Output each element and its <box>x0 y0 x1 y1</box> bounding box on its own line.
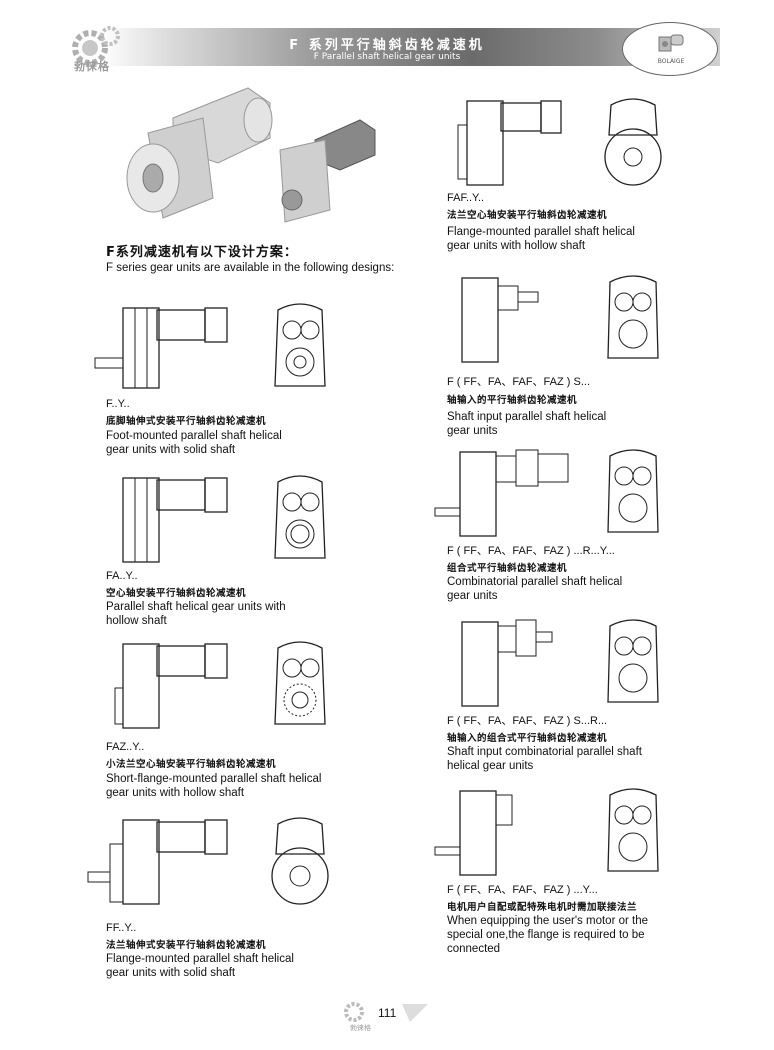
side-view-drawing-7 <box>434 449 569 537</box>
design-desc-en: When equipping the user's motor or the <box>447 915 649 927</box>
side-view-drawing-6 <box>461 277 539 363</box>
product-photo-1 <box>126 87 273 219</box>
design-desc-en: special one,the flange is required to be <box>447 929 645 941</box>
brand-name-en: BOLAIGE <box>657 58 685 65</box>
design-code: F ( FF、FA、FAF、FAZ ) S...R... <box>447 715 608 727</box>
brand-name-left: 勃徕格 <box>74 60 110 73</box>
design-desc-cn: 空心轴安装平行轴斜齿轮减速机 <box>106 588 247 599</box>
side-view-drawing-3 <box>114 643 228 729</box>
design-code: FAZ..Y.. <box>106 741 145 753</box>
design-desc-en: gear units with hollow shaft <box>106 787 245 799</box>
front-view-drawing-9 <box>607 788 659 872</box>
brand-logo-badge: BOLAIGE <box>622 22 718 76</box>
page-title-en: F Parallel shaft helical gear units <box>313 52 461 62</box>
gear-logo-icon <box>72 26 120 66</box>
design-desc-en: gear units with hollow shaft <box>447 240 586 252</box>
footer-brand: 勃徕格 <box>350 1024 371 1032</box>
side-view-drawing-4 <box>87 819 228 905</box>
design-desc-cn: 组合式平行轴斜齿轮减速机 <box>447 563 568 574</box>
design-code: FF..Y.. <box>106 922 137 934</box>
design-desc-cn: 法兰空心轴安装平行轴斜齿轮减速机 <box>447 210 608 221</box>
page-title-cn: F 系列平行轴斜齿轮减速机 <box>289 38 485 53</box>
intro-title-cn: F系列减速机有以下设计方案： <box>106 245 298 260</box>
design-desc-cn: 轴输入的组合式平行轴斜齿轮减速机 <box>447 733 608 744</box>
front-view-drawing-5 <box>604 98 662 186</box>
header-band <box>100 28 720 66</box>
front-view-drawing-3 <box>274 641 326 725</box>
front-view-drawing-2 <box>274 475 326 559</box>
design-desc-en: Flange-mounted parallel shaft helical <box>106 953 294 965</box>
design-desc-cn: 电机用户自配或配特殊电机时需加联接法兰 <box>447 902 638 913</box>
design-desc-cn: 轴输入的平行轴斜齿轮减速机 <box>447 395 578 406</box>
design-desc-en: Short-flange-mounted parallel shaft heli… <box>106 773 322 785</box>
side-view-drawing-9 <box>434 790 513 876</box>
intro-title-en: F series gear units are available in the… <box>106 262 395 274</box>
front-view-drawing-4 <box>271 817 329 905</box>
gearbox-icon <box>658 34 684 52</box>
design-desc-en: Parallel shaft helical gear units with <box>106 601 286 613</box>
design-desc-en: gear units <box>447 425 498 437</box>
page-number: 111 <box>378 1006 397 1020</box>
design-desc-en: Foot-mounted parallel shaft helical <box>106 430 282 442</box>
design-code: F ( FF、FA、FAF、FAZ ) S... <box>447 376 590 388</box>
product-photo-2 <box>279 119 376 223</box>
design-code: FAF..Y.. <box>447 192 485 204</box>
design-desc-cn: 底脚轴伸式安装平行轴斜齿轮减速机 <box>106 416 267 427</box>
side-view-drawing-2 <box>122 477 228 563</box>
front-view-drawing-1 <box>274 303 326 387</box>
design-desc-en: Shaft input combinatorial parallel shaft <box>447 746 642 758</box>
design-desc-en: hollow shaft <box>106 615 167 627</box>
design-desc-en: gear units <box>447 590 498 602</box>
side-view-drawing-1 <box>94 307 228 389</box>
design-desc-en: Combinatorial parallel shaft helical <box>447 576 623 588</box>
design-desc-en: gear units with solid shaft <box>106 967 236 979</box>
side-view-drawing-5 <box>457 100 562 186</box>
design-code: F ( FF、FA、FAF、FAZ ) ...Y... <box>447 884 598 896</box>
design-desc-en: Shaft input parallel shaft helical <box>447 411 607 423</box>
design-code: F..Y.. <box>106 398 130 410</box>
design-desc-en: helical gear units <box>447 760 534 772</box>
front-view-drawing-7 <box>607 449 659 533</box>
design-desc-en: Flange-mounted parallel shaft helical <box>447 226 635 238</box>
design-desc-cn: 法兰轴伸式安装平行轴斜齿轮减速机 <box>106 940 267 951</box>
front-view-drawing-6 <box>607 275 659 359</box>
footer-gear-icon <box>344 1002 428 1022</box>
design-desc-cn: 小法兰空心轴安装平行轴斜齿轮减速机 <box>106 759 277 770</box>
design-desc-en: connected <box>447 943 501 955</box>
design-code: FA..Y.. <box>106 570 138 582</box>
front-view-drawing-8 <box>607 619 659 703</box>
design-code: F ( FF、FA、FAF、FAZ ) ...R...Y... <box>447 545 615 557</box>
design-desc-en: gear units with solid shaft <box>106 444 236 456</box>
side-view-drawing-8 <box>461 619 553 707</box>
